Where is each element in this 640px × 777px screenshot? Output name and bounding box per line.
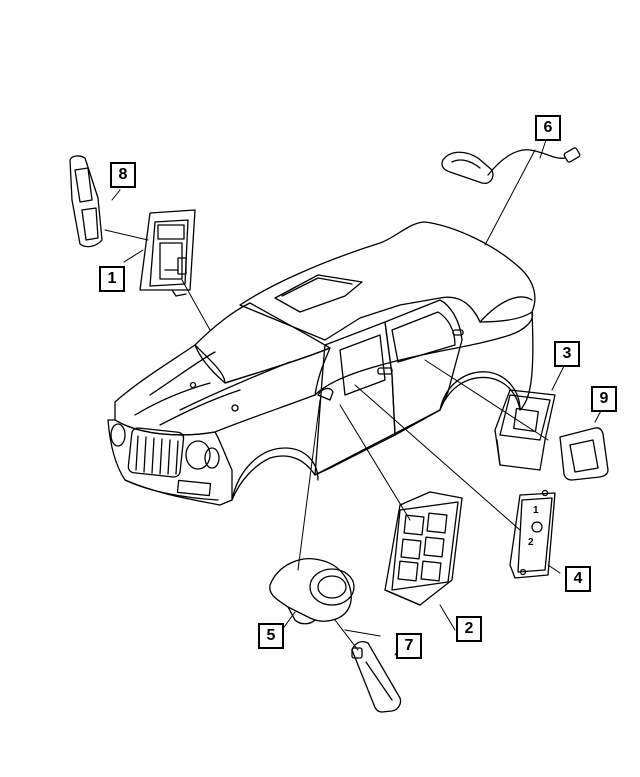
part-2-master-switch bbox=[384, 491, 463, 606]
callout-3-label: 3 bbox=[562, 345, 572, 362]
callout-6-label: 6 bbox=[543, 119, 553, 136]
part-1-switch-bezel bbox=[139, 209, 196, 297]
part-4-switch-panel bbox=[509, 489, 556, 579]
callout-1: 1 bbox=[99, 266, 125, 292]
callout-2: 2 bbox=[456, 616, 482, 642]
front-bumper bbox=[107, 419, 233, 506]
callout-8-label: 8 bbox=[118, 166, 128, 183]
callout-5-label: 5 bbox=[266, 627, 276, 644]
part-5-knob-switch bbox=[269, 558, 355, 625]
part-4-mark-2: 2 bbox=[528, 537, 534, 548]
part-7-small-bezel bbox=[351, 641, 402, 713]
leader-lines bbox=[104, 139, 604, 656]
callout-4-label: 4 bbox=[573, 570, 583, 587]
callout-7: 7 bbox=[396, 633, 422, 659]
part-4-mark-1: 1 bbox=[533, 505, 539, 516]
callout-7-label: 7 bbox=[404, 637, 414, 654]
callout-2-label: 2 bbox=[464, 620, 474, 637]
part-9-small-bezel bbox=[559, 427, 609, 481]
callout-5: 5 bbox=[258, 623, 284, 649]
headlight-left bbox=[110, 423, 126, 447]
part-3-window-switch bbox=[494, 389, 556, 471]
car-body bbox=[107, 221, 536, 506]
callout-8: 8 bbox=[110, 162, 136, 188]
callout-4: 4 bbox=[565, 566, 591, 592]
callout-1-label: 1 bbox=[107, 270, 117, 287]
callout-6: 6 bbox=[535, 115, 561, 141]
part-6-sensor-cable bbox=[441, 147, 581, 184]
callout-9: 9 bbox=[591, 386, 617, 412]
callout-9-label: 9 bbox=[599, 390, 609, 407]
mirror bbox=[317, 387, 334, 401]
part-8-bezel-cover bbox=[69, 155, 103, 248]
rear-door bbox=[384, 299, 463, 436]
grille bbox=[127, 427, 185, 478]
front-door bbox=[314, 321, 396, 476]
callout-3: 3 bbox=[554, 341, 580, 367]
sunroof bbox=[274, 274, 363, 313]
front-wheel-arch bbox=[231, 447, 319, 501]
headlight-right bbox=[185, 440, 211, 470]
